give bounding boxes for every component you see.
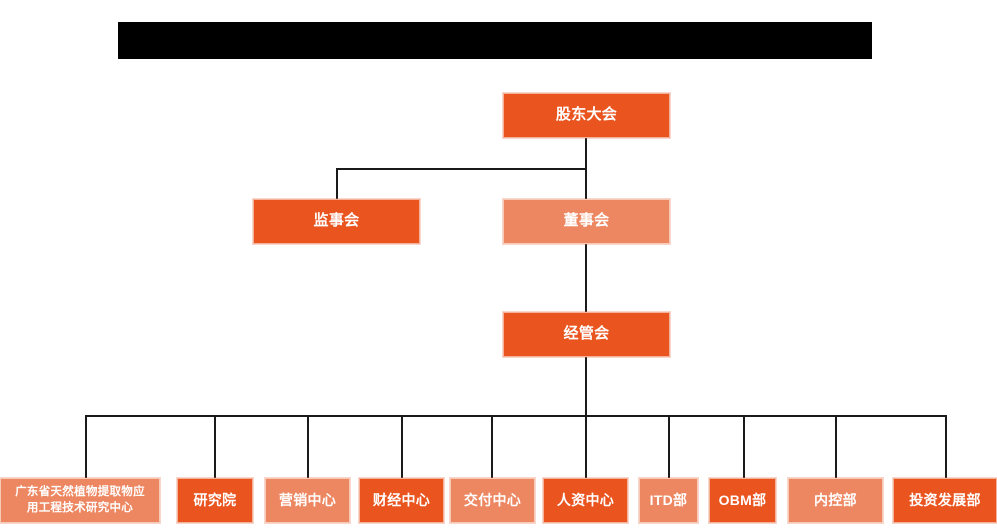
node-board-of-supervisors[interactable]: 监事会 xyxy=(253,199,420,244)
node-department-itd[interactable]: ITD部 xyxy=(639,478,698,523)
connector-supervisors-branch xyxy=(336,168,587,170)
node-board-of-supervisors-label: 监事会 xyxy=(313,212,360,230)
node-board-of-directors[interactable]: 董事会 xyxy=(503,199,670,244)
node-department-label: 内控部 xyxy=(814,491,857,508)
node-department-internal-control[interactable]: 内控部 xyxy=(788,478,883,523)
node-department-human-resources-center[interactable]: 人资中心 xyxy=(543,478,628,523)
node-department-guangdong-research-center[interactable]: 广东省天然植物提取物应 用工程技术研究中心 xyxy=(0,478,160,523)
node-shareholders-meeting[interactable]: 股东大会 xyxy=(503,93,670,138)
node-department-label: 营销中心 xyxy=(278,491,337,508)
node-department-label: 财经中心 xyxy=(372,491,431,508)
node-department-label: 研究院 xyxy=(193,491,237,508)
connector-department-drop-4 xyxy=(401,415,403,478)
connector-department-drop-7 xyxy=(668,415,670,478)
connector-department-drop-3 xyxy=(307,415,309,478)
node-shareholders-meeting-label: 股东大会 xyxy=(555,106,618,124)
node-department-finance-center[interactable]: 财经中心 xyxy=(359,478,444,523)
node-department-label: OBM部 xyxy=(718,491,767,508)
connector-directors-to-management xyxy=(585,243,587,313)
node-board-of-directors-label: 董事会 xyxy=(563,212,610,230)
node-department-investment-development[interactable]: 投资发展部 xyxy=(893,478,997,523)
connector-department-drop-10 xyxy=(945,415,947,478)
node-management-committee[interactable]: 经管会 xyxy=(503,312,670,357)
connector-management-stem xyxy=(585,357,587,417)
connector-department-drop-2 xyxy=(214,415,216,478)
connector-supervisors-drop xyxy=(336,168,338,201)
connector-department-bus xyxy=(85,415,946,417)
node-department-label: 广东省天然植物提取物应 用工程技术研究中心 xyxy=(15,485,145,514)
redacted-title-bar xyxy=(118,22,872,59)
connector-department-drop-6 xyxy=(585,415,587,478)
connector-department-drop-8 xyxy=(743,415,745,478)
node-department-label: 交付中心 xyxy=(463,491,522,508)
connector-department-drop-5 xyxy=(491,415,493,478)
node-department-label: 投资发展部 xyxy=(909,491,981,508)
node-department-research-institute[interactable]: 研究院 xyxy=(177,478,253,523)
node-management-committee-label: 经管会 xyxy=(563,325,610,343)
node-department-label: 人资中心 xyxy=(556,491,615,508)
node-department-label: ITD部 xyxy=(649,491,688,508)
node-department-marketing-center[interactable]: 营销中心 xyxy=(265,478,350,523)
node-department-delivery-center[interactable]: 交付中心 xyxy=(450,478,535,523)
connector-department-drop-1 xyxy=(85,415,87,478)
node-department-obm[interactable]: OBM部 xyxy=(709,478,776,523)
connector-department-drop-9 xyxy=(835,415,837,478)
